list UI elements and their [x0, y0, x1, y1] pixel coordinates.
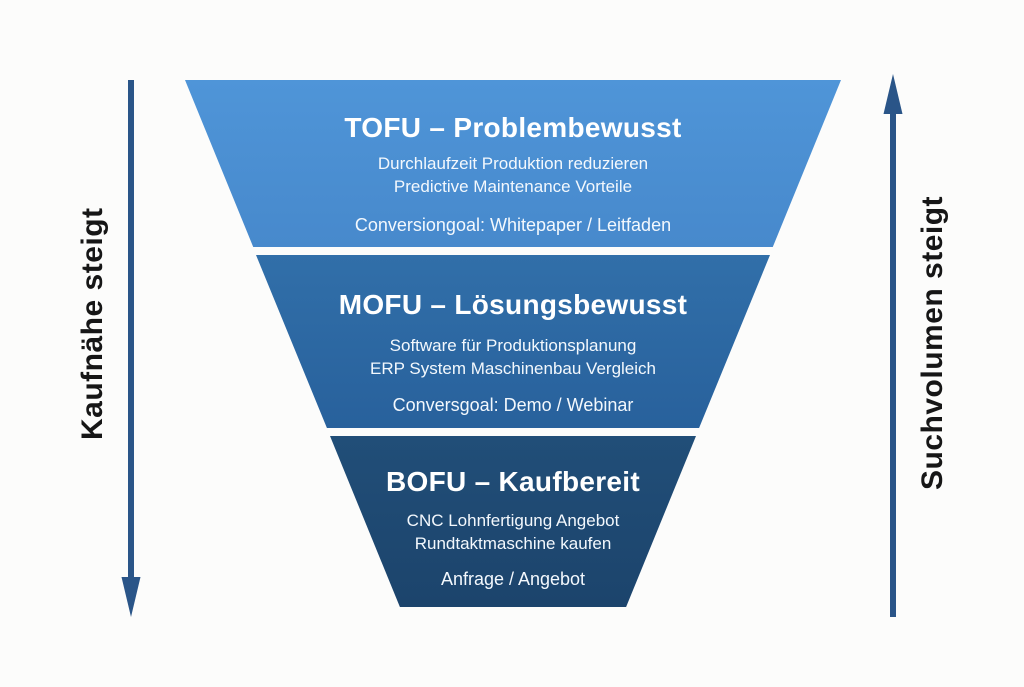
segment-keywords-mofu: Software für Produktionsplanung ERP Syst…	[370, 334, 656, 380]
keyword-line: Software für Produktionsplanung	[389, 336, 637, 355]
segment-keywords-tofu: Durchlaufzeit Produktion reduzieren Pred…	[378, 152, 648, 198]
segment-keywords-bofu: CNC Lohnfertigung Angebot Rundtaktmaschi…	[407, 509, 620, 555]
right-axis-label: Suchvolumen steigt	[916, 195, 949, 491]
funnel-segment-bofu: BOFU – Kaufbereit CNC Lohnfertigung Ange…	[330, 436, 696, 607]
keyword-line: Predictive Maintenance Vorteile	[393, 177, 633, 196]
keyword-line: ERP System Maschinenbau Vergleich	[369, 359, 656, 378]
keyword-line: CNC Lohnfertigung Angebot	[406, 511, 620, 530]
segment-title-mofu: MOFU – Lösungsbewusst	[338, 289, 688, 320]
conversion-goal-mofu: Conversgoal: Demo / Webinar	[392, 395, 634, 415]
conversion-goal-bofu: Anfrage / Angebot	[440, 569, 586, 589]
funnel-segment-tofu: TOFU – Problembewusst Durchlaufzeit Prod…	[185, 80, 841, 247]
funnel-segment-mofu: MOFU – Lösungsbewusst Software für Produ…	[256, 255, 770, 428]
keyword-line: Rundtaktmaschine kaufen	[414, 534, 612, 553]
keyword-line: Durchlaufzeit Produktion reduzieren	[377, 154, 649, 173]
down-arrow-icon	[121, 80, 141, 617]
segment-title-tofu: TOFU – Problembewusst	[344, 112, 682, 143]
segment-title-bofu: BOFU – Kaufbereit	[385, 466, 641, 497]
left-axis-label: Kaufnähe steigt	[76, 207, 109, 441]
up-arrow-icon	[883, 74, 903, 617]
conversion-goal-tofu: Conversiongoal: Whitepaper / Leitfaden	[354, 215, 672, 235]
